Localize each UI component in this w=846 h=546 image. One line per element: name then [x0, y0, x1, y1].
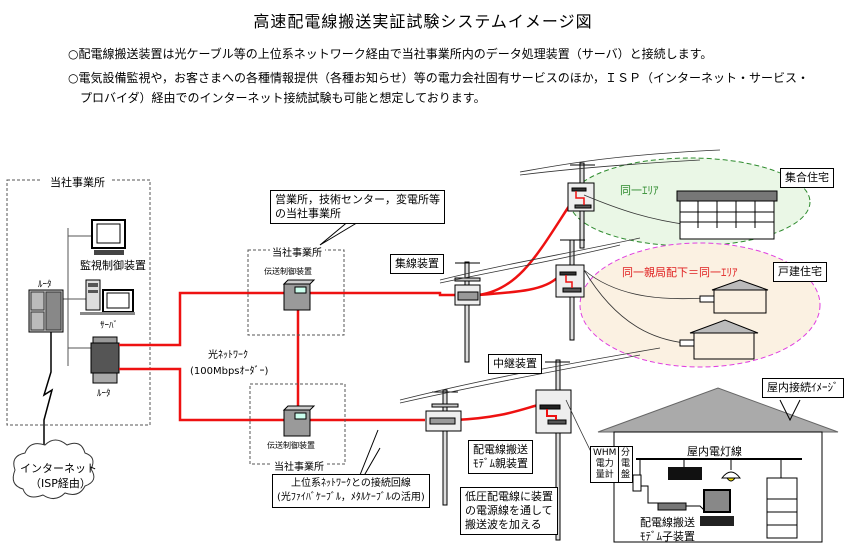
callout-lowvoltage-line3: 搬送波を加える — [465, 518, 542, 531]
panel-line3: 盤 — [621, 470, 631, 480]
left-office-label: 当社事業所 — [50, 176, 105, 189]
modem-child-label-1: 配電線搬送 — [640, 516, 695, 529]
apartment-label: 集合住宅 — [780, 168, 834, 188]
modem-parent-line1: 配電線搬送 — [473, 443, 528, 456]
bottom-office-label: 当社事業所 — [274, 462, 324, 473]
indoor-callout: 屋内接続ｲﾒｰｼﾞ — [762, 378, 844, 398]
optical-network-lines — [119, 199, 575, 422]
note-line-2: ○電気設備監視や，お客さまへの各種情報提供（各種お知らせ）等の電力会社固有サービ… — [68, 71, 810, 85]
cabinet-icon — [766, 477, 798, 539]
modem-child-icon — [657, 502, 687, 511]
power-lines — [399, 149, 721, 471]
lamp-icon — [720, 471, 742, 482]
concentrator-label: 集線装置 — [390, 254, 444, 274]
area-green-label: 同一ｴﾘｱ — [620, 184, 659, 197]
transmission-controller-top-icon — [282, 279, 316, 311]
modem-child-label-2: ﾓﾃﾞﾑ子装置 — [640, 530, 695, 543]
callout-offices: 営業所，技術センター，変電所等 の当社事業所 — [270, 190, 445, 224]
area-pink-label: 同一親局配下＝同一ｴﾘｱ — [622, 266, 738, 279]
internet-cloud-icon — [12, 439, 95, 499]
callout-lowvoltage: 低圧配電線に装置 の電源線を通して 搬送波を加える — [460, 487, 558, 535]
modem-parent-line2: ﾓﾃﾞﾑ親装置 — [473, 457, 528, 470]
detached-house-label: 戸建住宅 — [773, 262, 827, 282]
server-label: ｻｰﾊﾞ — [100, 321, 119, 331]
panel-line1: 分 — [621, 448, 631, 458]
note-line-1: ○配電線搬送装置は光ケーブル等の上位系ネットワーク経由で当社事業所内のデータ処理… — [68, 47, 713, 61]
bottom-device-label: 伝送制御装置 — [267, 441, 315, 450]
meter-line3: 量計 — [595, 470, 614, 480]
meter-line1: WHM — [593, 448, 617, 458]
monitor-label: 監視制御装置 — [80, 259, 146, 272]
distribution-panel: 分 電 盤 — [618, 446, 634, 483]
monitor-icon — [91, 219, 126, 255]
detached-house-1-icon — [699, 279, 769, 314]
apartment-building-icon — [676, 190, 778, 240]
relay-label: 中継装置 — [488, 354, 542, 374]
callout-offices-line1: 営業所，技術センター，変電所等 — [275, 193, 440, 206]
indoor-wiring-label: 屋内電灯線 — [687, 445, 742, 458]
router-top-label: ﾙｰﾀ — [38, 280, 52, 290]
callout-uplink: 上位系ﾈｯﾄﾜｰｸとの接続回線 (光ﾌｧｲﾊﾞｹｰﾌﾞﾙ，ﾒﾀﾙｹｰﾌﾞﾙの活用… — [272, 474, 430, 508]
callout-lowvoltage-line2: の電源線を通して — [465, 504, 553, 517]
callout-uplink-line2: (光ﾌｧｲﾊﾞｹｰﾌﾞﾙ，ﾒﾀﾙｹｰﾌﾞﾙの活用) — [277, 492, 425, 503]
router-bottom-label: ﾙｰﾀ — [97, 389, 111, 399]
utility-poles — [425, 162, 595, 541]
detached-house-2-icon — [679, 319, 759, 360]
callout-uplink-line1: 上位系ﾈｯﾄﾜｰｸとの接続回線 — [290, 478, 411, 489]
air-conditioner-icon — [668, 467, 702, 480]
callout-offices-line2: の当社事業所 — [275, 207, 341, 220]
top-office-label: 当社事業所 — [272, 248, 322, 259]
lightning-icon — [42, 332, 54, 445]
optical-network-speed: (100Mbpsｵｰﾀﾞｰ) — [190, 366, 269, 377]
note-line-3: プロバイダ）経由でのインターネット接続試験も可能と想定しております。 — [68, 91, 486, 105]
router-bottom-icon — [90, 336, 120, 384]
meter-box: WHM 電力 量計 — [590, 446, 620, 483]
server-icon — [80, 279, 135, 315]
internet-sub-label: （ISP経由） — [30, 477, 91, 490]
pc-icon — [700, 489, 734, 526]
router-top-icon — [28, 289, 64, 333]
top-device-label: 伝送制御装置 — [264, 267, 312, 276]
optical-network-label: 光ﾈｯﾄﾜｰｸ — [208, 350, 248, 361]
area-pink-ellipse — [579, 242, 821, 368]
callout-lowvoltage-line1: 低圧配電線に装置 — [465, 490, 553, 503]
panel-line2: 電 — [621, 459, 631, 469]
transmission-controller-bottom-icon — [282, 405, 316, 437]
meter-line2: 電力 — [595, 459, 614, 469]
internet-label: インターネット — [20, 462, 97, 475]
outlet-icon — [632, 474, 642, 492]
modem-parent-label: 配電線搬送 ﾓﾃﾞﾑ親装置 — [468, 440, 533, 474]
page-title: 高速配電線搬送実証試験システムイメージ図 — [253, 12, 593, 31]
